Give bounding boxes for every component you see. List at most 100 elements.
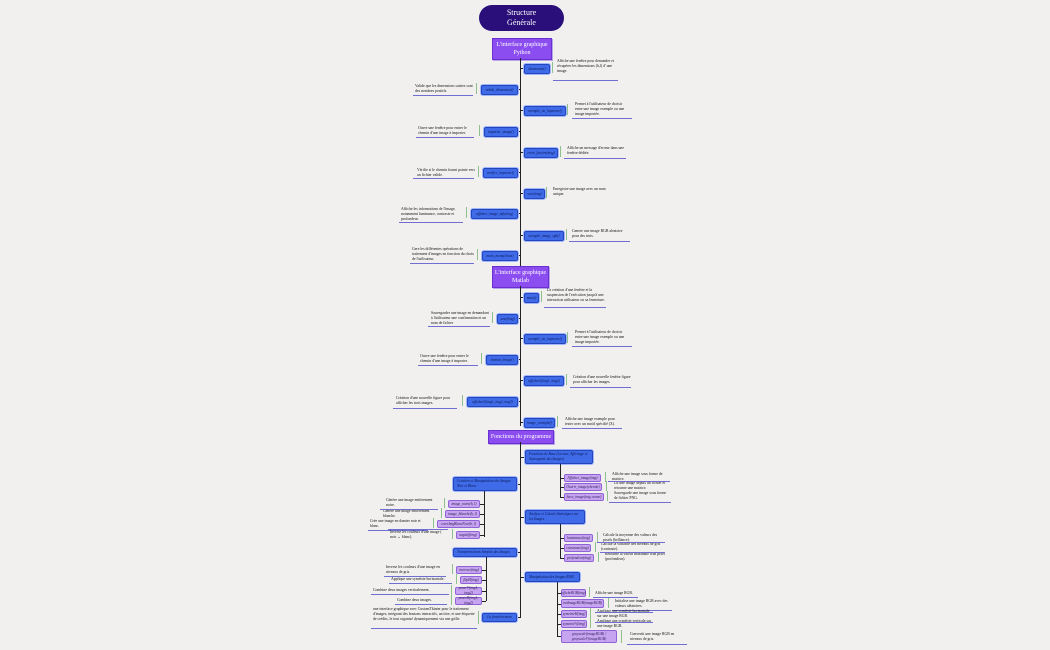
fn-valide-dimension[interactable]: valide_dimension() (481, 85, 518, 95)
desc-affiche-rgb: Affiche une image RGB. (595, 591, 633, 595)
leaf-tick (452, 564, 453, 574)
root-title-line1: Structure (506, 8, 537, 17)
fn-matlab-exemple-ou-importer[interactable]: exemple_ou_importer() (524, 334, 566, 344)
fn-matlab-save[interactable]: save(img) (497, 314, 518, 324)
desc-afficher-image-info: Affiche les informations de l'image, not… (401, 207, 456, 221)
fn-symetrie-v[interactable]: symetrieV(img) (561, 620, 587, 628)
connector (560, 558, 564, 559)
desc-exemple-ou-importer: Permet à l'utilisateur de choisir entre … (575, 102, 625, 116)
cat-base[interactable]: Fonctions de Base (Lecture, Affichage et… (525, 450, 593, 464)
fn-label: inverser(img) (459, 567, 479, 572)
fn-label: profondeur(img) (567, 555, 591, 560)
connector (520, 577, 525, 578)
fn-init-image-rgb[interactable]: initImageRGB(imageRGB) (561, 599, 604, 608)
cat-trunk (560, 464, 561, 498)
cat-main[interactable]: La fonction main (482, 613, 517, 622)
desc-inverser: Inverse les couleurs d'une image en nive… (386, 565, 440, 574)
fn-save[interactable]: save(img) (524, 189, 545, 199)
fn-negatif[interactable]: negatif(img) (456, 531, 480, 539)
fn-inverser[interactable]: inverser(img) (456, 566, 482, 574)
fn-error-fenetre[interactable]: error_fenetre(msg) (524, 148, 558, 158)
fn-contraste[interactable]: constraste(img) (564, 544, 591, 552)
fn-afficher-image-info[interactable]: afficher_image_info(img) (471, 209, 518, 219)
underline (627, 644, 687, 645)
fn-grayscale[interactable]: grayscale(imageRGB) / grayscaleV(imageRG… (561, 630, 617, 643)
fn-verifier-importer[interactable]: verifier_importer() (483, 168, 518, 178)
fn-image-blanche[interactable]: image_blanche(h, l) (445, 510, 480, 518)
fn-importer-image[interactable]: importer_image() (484, 127, 518, 137)
underline (384, 576, 446, 577)
underline (413, 178, 474, 179)
fn-profondeur[interactable]: profondeur(img) (564, 554, 594, 562)
fn-label: save(img) (500, 316, 515, 321)
leaf-tick (546, 187, 547, 198)
fn-afficher3[interactable]: afficher3(img1, img2, img3) (467, 397, 518, 407)
fn-label: grayscale(imageRGB) / grayscaleV(imageRG… (571, 631, 607, 641)
leaf-tick (621, 630, 622, 643)
connector (480, 535, 484, 536)
leaf-tick (441, 508, 442, 518)
underline (368, 530, 428, 531)
connector (560, 548, 564, 549)
leaf-tick (541, 291, 542, 302)
desc-exemple-image-rgb: Genere une image RGB aleatoire pour des … (572, 229, 623, 238)
desc-save: Enregistre une image avec un nom unique. (553, 187, 606, 196)
desc-afficher-image: Affiche une image sous forme de matrice. (612, 472, 663, 481)
connector (516, 484, 520, 485)
fn-image-noire[interactable]: image_noire(h, l) (448, 500, 480, 508)
underline (393, 408, 457, 409)
cat-analyse[interactable]: Analyse et Calculs Statistiques sur les … (525, 510, 585, 524)
fn-luminance[interactable]: luminance(img) (564, 534, 593, 542)
leaf-tick (452, 529, 453, 539)
connector (516, 172, 520, 173)
fn-main[interactable]: main() (524, 293, 539, 303)
connector (480, 514, 484, 515)
fn-afficher2[interactable]: afficher2(img1, img2) (524, 376, 564, 386)
underline (570, 387, 631, 388)
fn-image-exemple[interactable]: image_exemple() (524, 418, 555, 428)
cat-label: Création et Manipulation des Images Noir… (457, 479, 511, 488)
fn-creer-img-blanc-noir[interactable]: creerImgBlancNoir(h, l) (437, 520, 480, 528)
fn-chemin-image[interactable]: chemin_image() (486, 355, 518, 365)
fn-exemple-image-rgb[interactable]: exemple_image_rgb() (524, 231, 564, 241)
fn-dimension[interactable]: dimension() (524, 64, 550, 74)
cat-creation[interactable]: Création et Manipulation des Images Noir… (453, 477, 517, 491)
fn-label: exemple_image_rgb() (528, 233, 560, 238)
fn-symetrie-h[interactable]: symetrieH(img) (561, 610, 587, 618)
connector (482, 570, 486, 571)
leaf-tick (605, 472, 606, 482)
connector (482, 601, 486, 602)
fn-affiche-rgb[interactable]: afficheRGB(img) (561, 589, 586, 597)
fn-save-image[interactable]: Save_image(img, name) (564, 493, 604, 501)
underline (413, 95, 473, 96)
fn-ouvrir-image[interactable]: Ouvrir_image(chemin) (564, 483, 602, 491)
connector (482, 591, 486, 592)
fn-main-menu[interactable]: main_menu(choix) (482, 251, 518, 261)
section-programme[interactable]: Fonctions du programme (488, 430, 554, 444)
cat-rgb[interactable]: Manipulation des Images RGB (525, 572, 580, 582)
fn-poserv[interactable]: poserV(img1, img2) (455, 586, 482, 595)
fn-poserh[interactable]: poserH(img1, img2) (455, 596, 482, 605)
connector (520, 338, 524, 339)
leaf-tick (478, 611, 479, 624)
fn-exemple-ou-importer[interactable]: exemple_ou_importer() (524, 106, 566, 116)
desc-init-image-rgb: Initialise une image RGB avec des valeur… (615, 599, 668, 608)
fn-label: main() (526, 295, 537, 300)
desc-contraste: Calcule la variance des niveaux de gris … (601, 542, 661, 551)
leaf-tick (466, 207, 467, 218)
cat-trunk (486, 557, 487, 601)
underline (572, 118, 632, 119)
underline (388, 529, 448, 530)
fn-label: Save_image(img, name) (566, 494, 602, 499)
desc-image-exemple: Affiche une image exemple pour tester av… (565, 417, 615, 426)
desc-image-noire: Génère une image entièrement noire. (386, 498, 433, 507)
fn-afficher-image[interactable]: Afficher_image(img) (564, 474, 601, 482)
fn-fliph[interactable]: flipH(img) (460, 576, 482, 584)
section-python[interactable]: L'interface graphique Python (492, 38, 552, 60)
cat-transform[interactable]: Transformations Simples des Images (453, 548, 517, 557)
section-matlab[interactable]: L'interface graphique Matlab (492, 266, 549, 288)
connector (520, 517, 525, 518)
fn-label: poserH(img1, img2) (458, 596, 479, 605)
leaf-tick (567, 104, 568, 115)
